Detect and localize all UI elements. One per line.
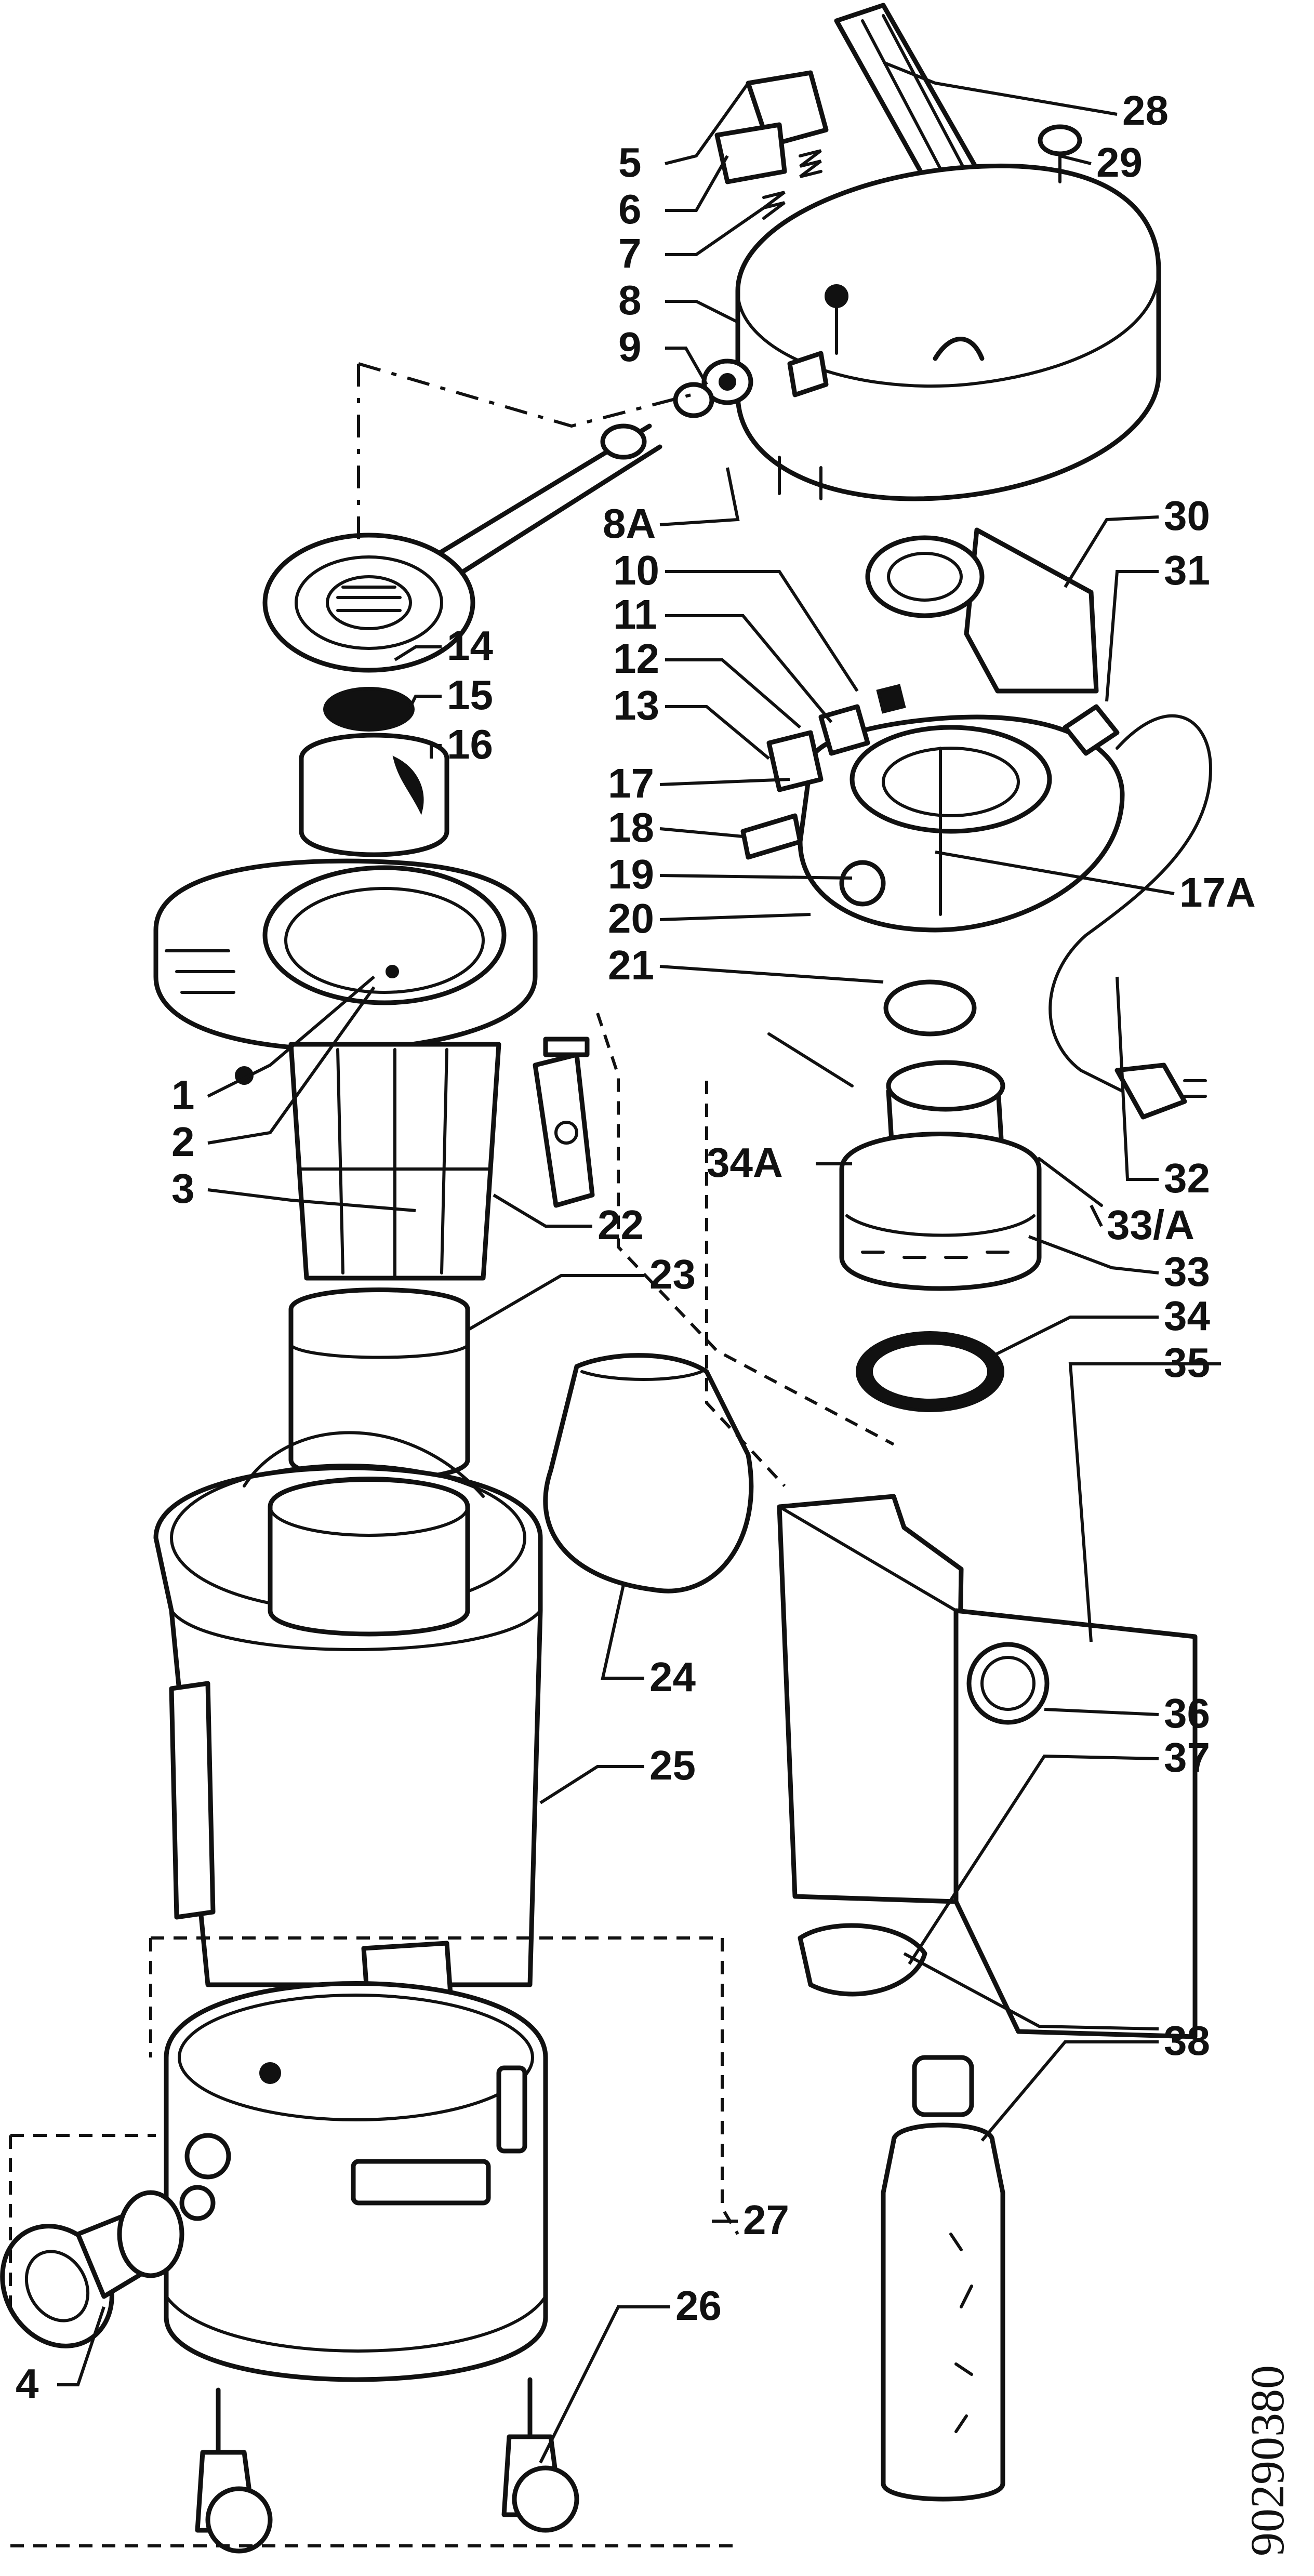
label-14: 14 — [447, 622, 493, 669]
label-5: 5 — [618, 139, 642, 185]
label-27: 27 — [743, 2197, 789, 2243]
label-13: 13 — [613, 682, 659, 728]
label-33a: 33/A — [1107, 1202, 1194, 1248]
label-16: 16 — [447, 721, 493, 767]
paper-bag — [777, 1494, 1198, 2039]
label-12: 12 — [613, 635, 659, 682]
label-29: 29 — [1096, 139, 1143, 185]
label-1: 1 — [171, 1072, 195, 1118]
label-26: 26 — [675, 2282, 722, 2329]
label-31: 31 — [1164, 547, 1210, 593]
label-35: 35 — [1164, 1339, 1210, 1386]
tank — [153, 1431, 543, 2024]
label-20: 20 — [608, 895, 654, 941]
label-25: 25 — [649, 1742, 696, 1788]
label-36: 36 — [1164, 1690, 1210, 1736]
label-18: 18 — [608, 804, 654, 851]
label-24: 24 — [649, 1654, 696, 1700]
label-28: 28 — [1122, 87, 1169, 134]
label-21: 21 — [608, 942, 654, 988]
label-11: 11 — [613, 591, 657, 638]
mounting-head — [153, 858, 595, 1281]
label-6: 6 — [618, 186, 642, 232]
label-2: 2 — [171, 1119, 195, 1165]
label-3: 3 — [171, 1165, 195, 1212]
part-labels: 28 29 5 6 7 8 9 8A 30 31 10 11 12 13 14 … — [16, 87, 1256, 2407]
bottle — [881, 2055, 1005, 2502]
label-33: 33 — [1164, 1249, 1210, 1295]
cartridge-filter — [288, 1287, 470, 1482]
label-17a: 17A — [1179, 869, 1256, 915]
motor-plate — [740, 527, 1213, 1120]
label-7: 7 — [618, 230, 642, 276]
label-37: 37 — [1164, 1734, 1210, 1781]
hose-inlet — [0, 2190, 184, 2348]
label-10: 10 — [613, 547, 659, 593]
leader-lines — [57, 61, 1221, 2464]
label-32: 32 — [1164, 1155, 1210, 1201]
label-4: 4 — [16, 2360, 39, 2407]
label-19: 19 — [608, 851, 654, 897]
label-22: 22 — [598, 1202, 644, 1248]
label-15: 15 — [447, 672, 493, 718]
label-17: 17 — [608, 760, 654, 806]
trolley-base — [164, 1981, 579, 2554]
label-34: 34 — [1164, 1293, 1210, 1339]
construction-lines — [9, 362, 895, 2547]
motor — [767, 1032, 1103, 1412]
label-8a: 8A — [603, 500, 656, 547]
label-30: 30 — [1164, 493, 1210, 539]
head-cover — [673, 3, 1161, 501]
label-9: 9 — [618, 324, 642, 370]
cloth-bag — [543, 1353, 754, 1594]
label-8: 8 — [618, 277, 642, 323]
label-38: 38 — [1164, 2017, 1210, 2064]
filter-disc-assembly — [262, 423, 662, 857]
drawing-code: 90290380 — [1241, 2365, 1294, 2556]
label-34a: 34A — [707, 1139, 783, 1186]
label-23: 23 — [649, 1251, 696, 1297]
